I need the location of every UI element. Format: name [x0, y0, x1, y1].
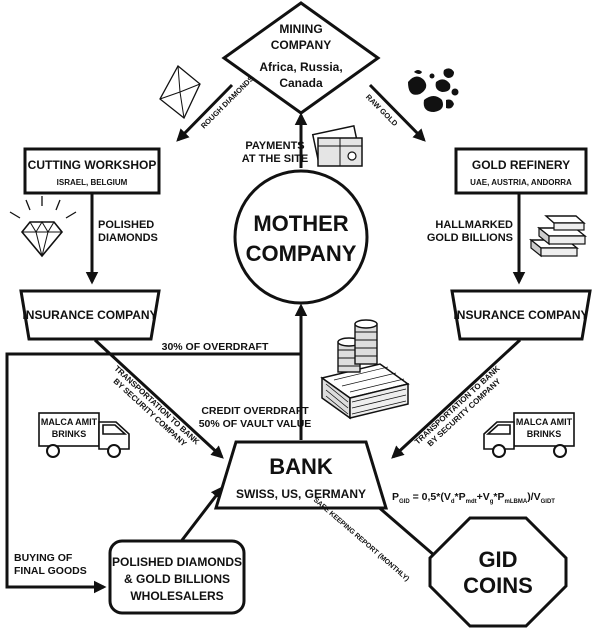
mother-company-node[interactable]: MOTHER COMPANY: [233, 169, 369, 305]
wholesalers-node[interactable]: POLISHED DIAMONDS & GOLD BILLIONS WHOLES…: [108, 539, 246, 615]
gid-octagon: [428, 516, 568, 628]
diamond-crystal-icon: [159, 65, 201, 120]
mother-label-2: COMPANY: [246, 241, 357, 266]
safe-keeping-label: SAFE KEEPING REPORT (MONTHLY): [312, 497, 410, 583]
mother-label-1: MOTHER: [253, 211, 348, 236]
cutting-title: CUTTING WORKSHOP: [28, 158, 157, 172]
buying-label-2: FINAL GOODS: [14, 565, 87, 577]
payments-label-2: AT THE SITE: [242, 153, 308, 165]
arrow-wholesalers-to-bank: [174, 486, 224, 549]
wholesalers-label-1: POLISHED DIAMONDS: [112, 555, 242, 569]
cash-wallet-icon: [311, 125, 363, 167]
cutting-sub: ISRAEL, BELGIUM: [57, 178, 128, 187]
mother-circle: [233, 169, 369, 305]
bank-title: BANK: [269, 454, 333, 479]
insurance-right-node[interactable]: INSURANCE COMPANY: [450, 289, 592, 341]
arrow-mining-to-refinery: [368, 83, 426, 142]
buying-label-1: BUYING OF: [14, 552, 73, 564]
payments-label-1: PAYMENTS: [245, 140, 304, 152]
hallmarked-label-2: GOLD BILLIONS: [427, 232, 513, 244]
gid-price-formula: PGID = 0,5*(Vd*Pmdt+Vg*PmLBMA)/VGIDT: [392, 491, 555, 505]
money-stack-icon: [320, 319, 410, 420]
wholesalers-label-3: WHOLESALERS: [130, 589, 223, 603]
truck-left-label-2: BRINKS: [52, 429, 87, 439]
credit-label-2: 50% OF VAULT VALUE: [199, 418, 312, 430]
gid-label-2: COINS: [463, 573, 533, 598]
mining-label-2: COMPANY: [271, 38, 331, 52]
hallmarked-label-1: HALLMARKED: [435, 219, 513, 231]
mining-label-1: MINING: [279, 22, 322, 36]
gid-label-1: GID: [478, 547, 517, 572]
cutting-workshop-node[interactable]: CUTTING WORKSHOP ISRAEL, BELGIUM: [23, 147, 161, 195]
insurance-left-node[interactable]: INSURANCE COMPANY: [19, 289, 161, 341]
refinery-title: GOLD REFINERY: [472, 158, 570, 172]
refinery-box: [454, 147, 588, 195]
rough-diamonds-label: ROUGH DIAMONDS: [199, 74, 255, 130]
insurance-left-title: INSURANCE COMPANY: [22, 308, 157, 322]
bank-shape: [213, 440, 389, 510]
mining-diamond-shape: [221, 1, 381, 115]
truck-right-label-1: MALCA AMIT: [516, 417, 573, 427]
arrow-overdraft-to-wholesalers: [5, 352, 301, 594]
bank-node[interactable]: BANK SWISS, US, GERMANY: [213, 440, 389, 510]
bank-sub: SWISS, US, GERMANY: [236, 487, 366, 501]
arrow-insurance-to-bank-left: [93, 338, 224, 459]
mining-label-4: Canada: [279, 76, 323, 90]
mining-label-3: Africa, Russia,: [259, 60, 342, 74]
polished-label-1: POLISHED: [98, 219, 154, 231]
gold-bars-icon: [529, 215, 587, 258]
arrow-mining-to-cutting: [176, 83, 234, 142]
gold-refinery-node[interactable]: GOLD REFINERY UAE, AUSTRIA, ANDORRA: [454, 147, 588, 195]
truck-right-label-2: BRINKS: [527, 429, 562, 439]
mining-company-node[interactable]: MINING COMPANY Africa, Russia, Canada: [221, 1, 381, 115]
credit-label-1: CREDIT OVERDRAFT: [201, 405, 309, 417]
insurance-left-shape: [19, 289, 161, 341]
truck-left-label-1: MALCA AMIT: [41, 417, 98, 427]
armored-truck-icon: [38, 412, 130, 458]
wholesalers-label-2: & GOLD BILLIONS: [124, 572, 230, 586]
gid-coins-node[interactable]: GID COINS: [428, 516, 568, 628]
gold-nuggets-icon: [408, 68, 459, 112]
overdraft-30-label: 30% OF OVERDRAFT: [162, 341, 269, 353]
cutting-box: [23, 147, 161, 195]
arrow-insurance-to-bank-right: [391, 338, 522, 459]
polished-label-2: DIAMONDS: [98, 232, 158, 244]
armored-truck-icon: [483, 412, 575, 458]
refinery-sub: UAE, AUSTRIA, ANDORRA: [470, 178, 572, 187]
wholesalers-box: [108, 539, 246, 615]
insurance-right-title: INSURANCE COMPANY: [453, 308, 588, 322]
insurance-right-shape: [450, 289, 592, 341]
cut-diamond-icon: [9, 196, 77, 258]
